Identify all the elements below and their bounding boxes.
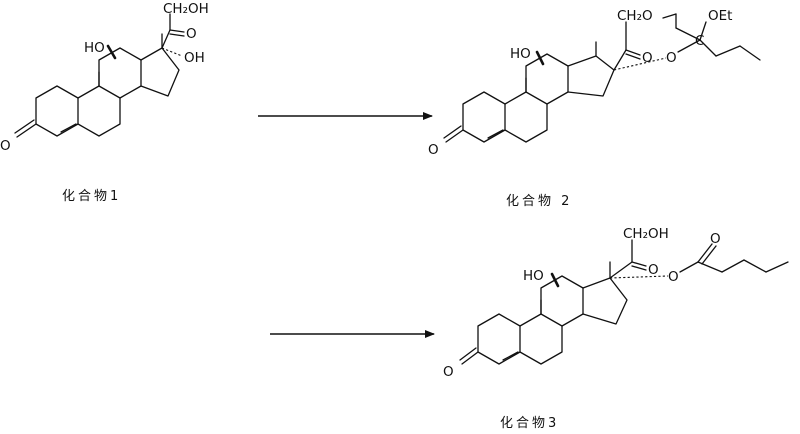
c3-oxygen-label: O <box>428 142 439 158</box>
c11-hydroxyl-label: HO <box>510 46 531 62</box>
compound-3-structure <box>459 239 789 365</box>
c11-hydroxyl-label: HO <box>84 40 105 56</box>
ch2oh-label: CH₂OH <box>163 1 209 17</box>
compound-1-structure <box>14 13 185 138</box>
ch2o-label: CH₂O <box>617 8 653 24</box>
c20-oxygen-label: O <box>186 26 197 42</box>
c11-hydroxyl-label: HO <box>523 268 544 284</box>
compound-2-caption: 化合物 2 <box>506 194 572 209</box>
ch2oh-label: CH₂OH <box>623 226 669 242</box>
compound-1-caption: 化合物1 <box>62 189 121 204</box>
c20-oxygen-label: O <box>648 262 659 278</box>
compound-2-structure <box>443 13 761 143</box>
c20-oxygen-label: O <box>642 50 653 66</box>
c17-hydroxyl-label: OH <box>184 50 205 66</box>
ester-carbonyl-oxygen-label: O <box>710 231 721 247</box>
c17-oxygen-label: O <box>668 269 679 285</box>
c3-oxygen-label: O <box>443 364 454 380</box>
c17-oxygen-label: O <box>666 50 677 66</box>
ortho-carbon-label: C <box>695 33 704 49</box>
compound-3-caption: 化合物3 <box>500 416 559 431</box>
c3-oxygen-label: O <box>0 138 11 154</box>
ethoxy-label: OEt <box>708 8 732 24</box>
